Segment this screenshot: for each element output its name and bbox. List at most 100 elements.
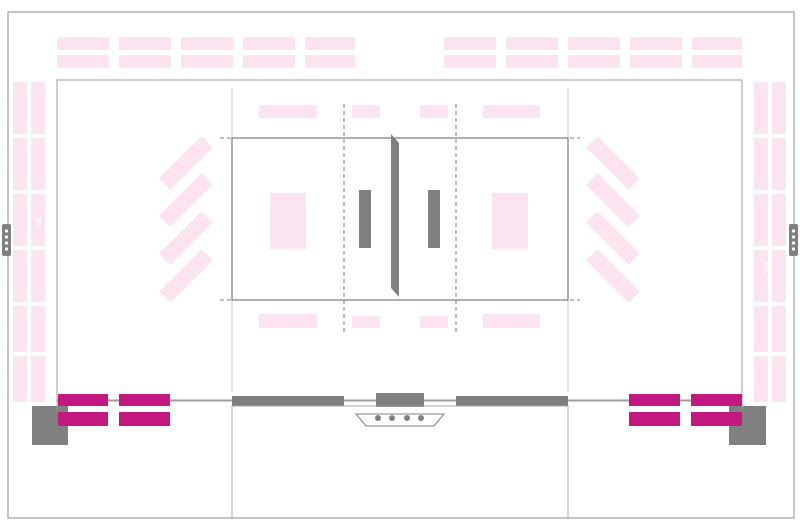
seat-block[interactable] xyxy=(586,173,640,227)
seat-block[interactable] xyxy=(568,55,620,68)
seat-block[interactable] xyxy=(31,138,45,190)
right-stand xyxy=(754,82,786,402)
seat-block[interactable] xyxy=(159,173,213,227)
seat-block[interactable] xyxy=(181,55,233,68)
seat-block[interactable] xyxy=(754,250,768,302)
seat-block[interactable] xyxy=(754,82,768,134)
right-wall-connector xyxy=(789,224,798,256)
seat-block[interactable] xyxy=(57,37,109,50)
seat-block[interactable] xyxy=(630,37,682,50)
seat-block[interactable] xyxy=(754,306,768,352)
camera-icon xyxy=(418,415,424,421)
highlighted-seat-block[interactable] xyxy=(58,394,108,406)
seat-block[interactable] xyxy=(305,37,355,50)
seat-block[interactable] xyxy=(13,356,27,402)
seat-block[interactable] xyxy=(243,55,295,68)
seat-block[interactable] xyxy=(259,314,317,328)
top-stand-right xyxy=(444,37,742,68)
seat-block[interactable] xyxy=(772,138,786,190)
seat-block[interactable] xyxy=(159,211,213,265)
top-stand-left xyxy=(57,37,355,68)
seat-block[interactable] xyxy=(352,105,380,118)
seat-block[interactable] xyxy=(586,249,640,303)
highlighted-sections-right xyxy=(629,394,742,426)
highlighted-seat-block[interactable] xyxy=(691,412,742,426)
seat-block[interactable] xyxy=(31,356,45,402)
seat-block[interactable] xyxy=(259,105,317,118)
highlighted-seat-block[interactable] xyxy=(58,412,108,426)
seat-block[interactable] xyxy=(754,194,768,246)
seat-block[interactable] xyxy=(13,306,27,352)
seat-block[interactable] xyxy=(772,194,786,246)
camera-icon xyxy=(375,415,381,421)
highlighted-sections-left xyxy=(58,394,170,426)
player-bench-right xyxy=(456,396,568,406)
seat-block[interactable] xyxy=(506,55,558,68)
right-stand-label: VBL xyxy=(762,261,770,275)
seat-block[interactable] xyxy=(31,82,45,134)
media-desk xyxy=(354,413,446,427)
seat-block[interactable] xyxy=(772,250,786,302)
seat-block[interactable] xyxy=(772,356,786,402)
seat-block[interactable] xyxy=(483,105,540,118)
seat-block[interactable] xyxy=(754,138,768,190)
seat-block[interactable] xyxy=(57,55,109,68)
left-stand xyxy=(13,82,45,402)
left-wall-connector xyxy=(2,224,11,256)
seat-block[interactable] xyxy=(568,37,620,50)
court-boundary xyxy=(231,137,569,301)
highlighted-seat-block[interactable] xyxy=(119,412,170,426)
camera-icon xyxy=(389,415,395,421)
seat-block[interactable] xyxy=(483,314,540,328)
net-icon xyxy=(391,134,399,297)
team-area-left[interactable] xyxy=(270,193,306,249)
seat-block[interactable] xyxy=(420,316,448,328)
referee-stand-left xyxy=(359,190,371,248)
seat-block[interactable] xyxy=(159,249,213,303)
seat-block[interactable] xyxy=(243,37,295,50)
seat-block[interactable] xyxy=(444,37,496,50)
seat-block[interactable] xyxy=(119,37,171,50)
highlighted-seat-block[interactable] xyxy=(629,394,680,406)
seat-block[interactable] xyxy=(630,55,682,68)
scorer-table xyxy=(376,393,424,407)
angled-seats-right xyxy=(586,136,640,303)
seat-block[interactable] xyxy=(420,105,448,118)
highlighted-seat-block[interactable] xyxy=(119,394,170,406)
seat-block[interactable] xyxy=(772,306,786,352)
seat-block[interactable] xyxy=(772,82,786,134)
seat-block[interactable] xyxy=(692,37,742,50)
highlighted-seat-block[interactable] xyxy=(629,412,680,426)
lower-area xyxy=(231,405,569,519)
camera-icon xyxy=(404,415,410,421)
seat-block[interactable] xyxy=(159,136,213,190)
left-stand-label: VBL xyxy=(35,215,43,229)
seat-block[interactable] xyxy=(586,211,640,265)
seat-block[interactable] xyxy=(31,306,45,352)
seat-block[interactable] xyxy=(31,250,45,302)
seat-block[interactable] xyxy=(13,250,27,302)
seat-block[interactable] xyxy=(444,55,496,68)
volleyball-court xyxy=(220,104,580,334)
seat-block[interactable] xyxy=(586,136,640,190)
seat-block[interactable] xyxy=(305,55,355,68)
seat-block[interactable] xyxy=(13,82,27,134)
seat-block[interactable] xyxy=(754,356,768,402)
seat-block[interactable] xyxy=(13,138,27,190)
seat-block[interactable] xyxy=(31,194,45,246)
team-area-right[interactable] xyxy=(492,193,528,249)
arena-floor xyxy=(56,79,743,401)
highlighted-seat-block[interactable] xyxy=(691,394,742,406)
seat-block[interactable] xyxy=(119,55,171,68)
seat-block[interactable] xyxy=(692,55,742,68)
courtside-seats xyxy=(259,105,540,328)
seat-block[interactable] xyxy=(181,37,233,50)
seat-block[interactable] xyxy=(13,194,27,246)
angled-seats-left xyxy=(159,136,213,303)
seat-block[interactable] xyxy=(506,37,558,50)
referee-stand-right xyxy=(428,190,440,248)
player-bench-left xyxy=(232,396,344,406)
seat-block[interactable] xyxy=(352,316,380,328)
